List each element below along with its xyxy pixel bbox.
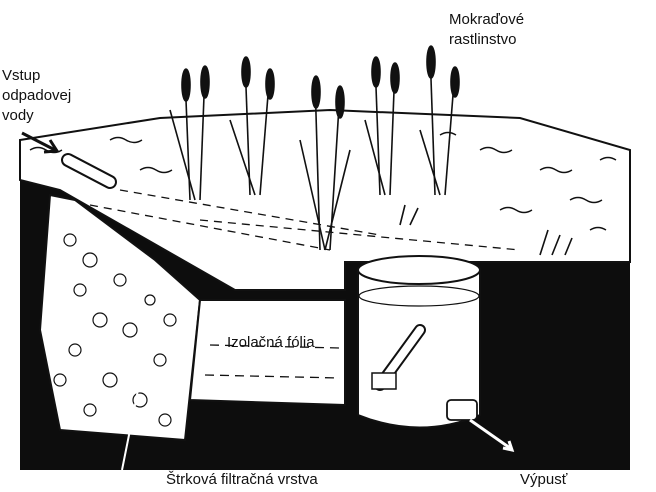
label-wastewater-inlet: Vstup odpadovej vody: [2, 66, 71, 126]
label-gravel-filter: Štrková filtračná vrstva: [166, 470, 318, 490]
label-liner: Izolačná fólia: [227, 333, 315, 353]
label-wetland-plants: Mokraďové rastlinstvo: [449, 10, 524, 50]
label-inlet-line2: odpadovej: [2, 86, 71, 106]
label-plants-line2: rastlinstvo: [449, 30, 524, 50]
label-outlet: Výpusť: [520, 470, 567, 490]
label-inlet-line1: Vstup: [2, 66, 71, 86]
label-plants-line1: Mokraďové: [449, 10, 524, 30]
label-inlet-line3: vody: [2, 106, 71, 126]
